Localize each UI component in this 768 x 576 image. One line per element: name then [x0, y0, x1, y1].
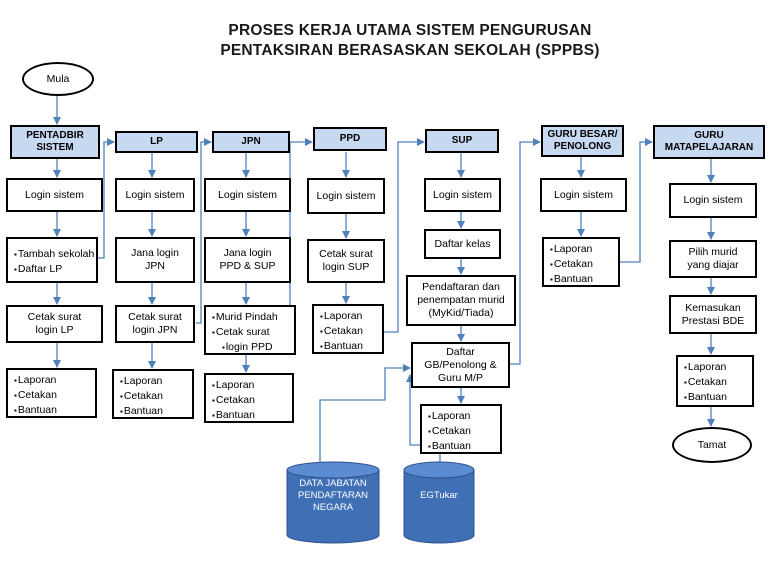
- laporan-item: Bantuan: [212, 408, 289, 423]
- header-ppd: PPD: [313, 127, 387, 151]
- header-guru-besar: GURU BESAR/ PENOLONG: [541, 125, 624, 157]
- laporan-item: Cetakan: [428, 424, 497, 439]
- sup-daftar-gb-box: Daftar GB/Penolong & Guru M/P: [411, 342, 510, 388]
- gurubesar-login-box: Login sistem: [540, 178, 627, 212]
- diagram-title-line2: PENTAKSIRAN BERASASKAN SEKOLAH (SPPBS): [220, 42, 600, 59]
- laporan-item: Bantuan: [550, 272, 615, 287]
- laporan-item: Laporan: [14, 373, 92, 388]
- jpn-login-box: Login sistem: [204, 178, 291, 212]
- sup-login-box: Login sistem: [424, 178, 501, 212]
- lp-laporan-box: Laporan Cetakan Bantuan: [112, 369, 194, 419]
- database-jpn-cylinder: [286, 461, 380, 544]
- header-pentadbir-sistem: PENTADBIR SISTEM: [10, 125, 100, 159]
- ppd-cetak-box: Cetak surat login SUP: [307, 239, 385, 283]
- sup-daftar-kelas-box: Daftar kelas: [424, 229, 501, 259]
- laporan-item: Cetakan: [320, 324, 379, 339]
- database-egtukar-label: EGTukar: [420, 490, 458, 501]
- laporan-item: Laporan: [684, 360, 749, 375]
- laporan-item: Cetakan: [14, 388, 92, 403]
- laporan-item: Cetakan: [550, 257, 615, 272]
- laporan-item: Cetakan: [120, 389, 189, 404]
- diagram-title-line1: PROSES KERJA UTAMA SISTEM PENGURUSAN: [228, 22, 592, 39]
- start-node: Mula: [22, 62, 94, 96]
- header-lp: LP: [115, 131, 198, 153]
- jpn-tasks-box: Murid Pindah Cetak surat login PPD: [204, 305, 296, 355]
- laporan-item: Bantuan: [320, 339, 379, 354]
- jpn-task-item: Cetak surat: [212, 325, 291, 340]
- guru-login-box: Login sistem: [669, 183, 757, 218]
- header-guru-matapelajaran: GURU MATAPELAJARAN: [653, 125, 765, 159]
- laporan-item: Laporan: [428, 409, 497, 424]
- guru-laporan-box: Laporan Cetakan Bantuan: [676, 355, 754, 407]
- laporan-item: Cetakan: [212, 393, 289, 408]
- laporan-item: Cetakan: [684, 375, 749, 390]
- guru-kemasukan-box: Kemasukan Prestasi BDE: [669, 295, 757, 334]
- laporan-item: Bantuan: [428, 439, 497, 454]
- pentadbir-task-item: Daftar LP: [14, 262, 93, 277]
- laporan-item: Bantuan: [120, 404, 189, 419]
- jpn-jana-box: Jana login PPD & SUP: [204, 237, 291, 283]
- end-node: Tamat: [672, 427, 752, 463]
- laporan-item: Laporan: [550, 242, 615, 257]
- laporan-item: Laporan: [212, 378, 289, 393]
- ppd-laporan-box: Laporan Cetakan Bantuan: [312, 304, 384, 354]
- ppd-login-box: Login sistem: [307, 178, 385, 214]
- pentadbir-login-box: Login sistem: [6, 178, 103, 212]
- jpn-laporan-box: Laporan Cetakan Bantuan: [204, 373, 294, 423]
- laporan-item: Laporan: [320, 309, 379, 324]
- jpn-task-item: login PPD: [212, 340, 291, 355]
- sup-laporan-box: Laporan Cetakan Bantuan: [420, 404, 502, 454]
- laporan-item: Bantuan: [14, 403, 92, 418]
- pentadbir-tasks-box: Tambah sekolah Daftar LP: [6, 237, 98, 283]
- guru-pilih-box: Pilih murid yang diajar: [669, 240, 757, 278]
- lp-jana-box: Jana login JPN: [115, 237, 195, 283]
- sup-pendaftaran-box: Pendaftaran dan penempatan murid (MyKid/…: [406, 275, 516, 326]
- pentadbir-cetak-box: Cetak surat login LP: [6, 305, 103, 343]
- pentadbir-laporan-box: Laporan Cetakan Bantuan: [6, 368, 97, 418]
- lp-login-box: Login sistem: [115, 178, 195, 212]
- laporan-item: Bantuan: [684, 390, 749, 405]
- jpn-task-item: Murid Pindah: [212, 310, 291, 325]
- gurubesar-laporan-box: Laporan Cetakan Bantuan: [542, 237, 620, 287]
- header-sup: SUP: [425, 129, 499, 153]
- laporan-item: Laporan: [120, 374, 189, 389]
- pentadbir-task-item: Tambah sekolah: [14, 247, 94, 262]
- header-jpn: JPN: [212, 131, 290, 153]
- database-egtukar-cylinder: [403, 461, 475, 544]
- lp-cetak-box: Cetak surat login JPN: [115, 305, 195, 343]
- database-jpn-label: DATA JABATAN PENDAFTARAN NEGARA: [297, 478, 369, 513]
